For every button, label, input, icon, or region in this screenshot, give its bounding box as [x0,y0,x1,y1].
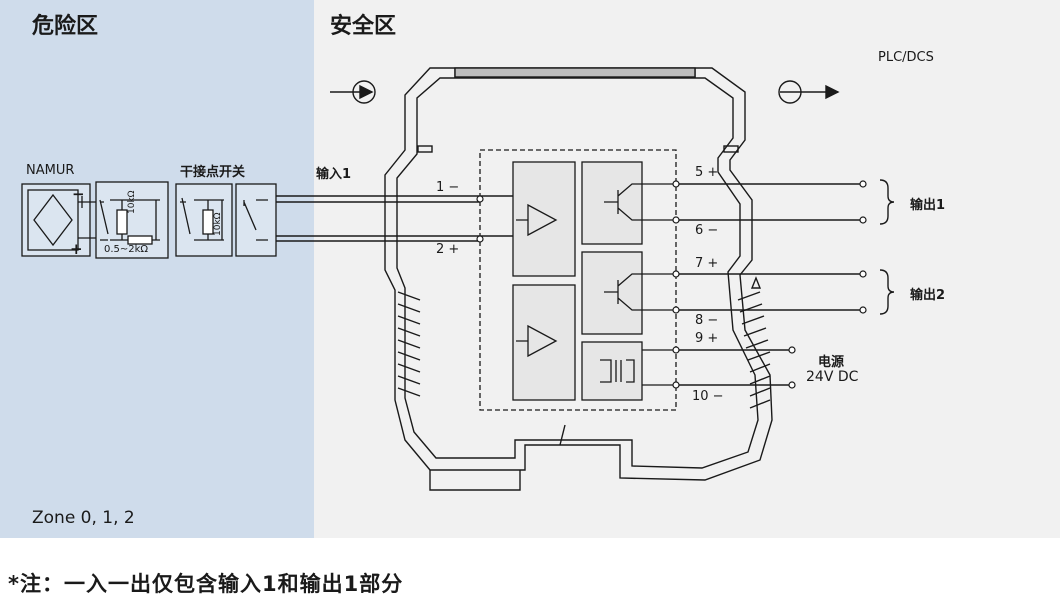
node-term9 [672,346,680,354]
node-term8 [672,306,680,314]
terminal-5-label: 5 + [695,165,719,180]
node-term6 [672,216,680,224]
namur-plus: + [70,240,83,258]
switch-box [235,183,277,257]
transistor-block-2 [581,251,643,335]
zone-label: Zone 0, 1, 2 [32,508,135,528]
output2-brace [879,269,895,315]
terminal-10-label: 10 − [692,389,724,404]
terminal-out1b [859,216,867,224]
resistor-10k-b-label: 10kΩ [213,212,223,236]
terminal-7-label: 7 + [695,256,719,271]
terminal-power-b [788,381,796,389]
node-term1 [476,195,484,203]
transformer-symbol [600,349,676,386]
amplifier-symbol-2 [516,324,558,358]
namur-sensor-inner [27,189,79,251]
right-triangle-mark [750,276,762,289]
housing-outline [384,67,773,481]
left-slot [417,145,433,153]
resistor-10k-a-label: 10kΩ [127,190,137,214]
switch-lines [243,199,268,241]
input-arrow-circle [352,80,376,104]
output1-label: 输出1 [910,198,946,213]
transistor-block-1 [581,161,643,245]
node-term10 [672,381,680,389]
housing-inner [396,77,759,469]
amplifier-symbol-1 [516,203,558,237]
plc-dcs-label: PLC/DCS [878,50,934,65]
namur-minus: − [72,185,85,203]
output-arrow-head [825,84,840,100]
terminal-out1a [859,180,867,188]
safe-zone-title: 安全区 [330,14,397,39]
terminal-power-a [788,346,796,354]
namur-diamond [33,193,73,247]
terminal-2-label: 2 + [436,242,460,257]
amplifier-block-2 [512,284,576,401]
dry-contact-label: 干接点开关 [180,165,246,180]
transistor-symbol-2 [604,273,676,311]
terminal-6-label: 6 − [695,223,719,238]
output1-brace [879,179,895,225]
power-voltage-label: 24V DC [806,369,859,385]
amplifier-block-1 [512,161,576,277]
footnote: *注：一入一出仅包含输入1和输出1部分 [8,572,404,596]
resistor-series [127,235,153,245]
hazardous-zone-panel [0,0,314,538]
safe-zone-panel [314,0,1060,538]
resistor-10k-a [116,209,128,235]
left-vents [397,291,421,397]
input1-label: 输入1 [316,167,352,182]
right-slot [723,145,739,153]
top-rail-bar [454,67,696,78]
terminal-1-label: 1 − [436,180,460,195]
transformer-block [581,341,643,401]
node-term7 [672,270,680,278]
node-term2 [476,235,484,243]
electronics-dashed-box [479,149,677,411]
terminal-out2b [859,306,867,314]
power-label: 电源 [818,355,845,370]
node-term5 [672,180,680,188]
terminal-8-label: 8 − [695,313,719,328]
namur-leads [78,196,96,239]
terminal-9-label: 9 + [695,331,719,346]
resistor-10k-b [202,209,214,235]
resistor-range-label: 0.5~2kΩ [104,244,149,255]
terminal-out2a [859,270,867,278]
hazard-zone-title: 危险区 [32,14,99,39]
transistor-symbol-1 [604,183,676,221]
namur-label: NAMUR [26,163,75,178]
output2-label: 输出2 [910,288,946,303]
din-clip [429,424,566,491]
input-arrow-head [359,84,374,100]
